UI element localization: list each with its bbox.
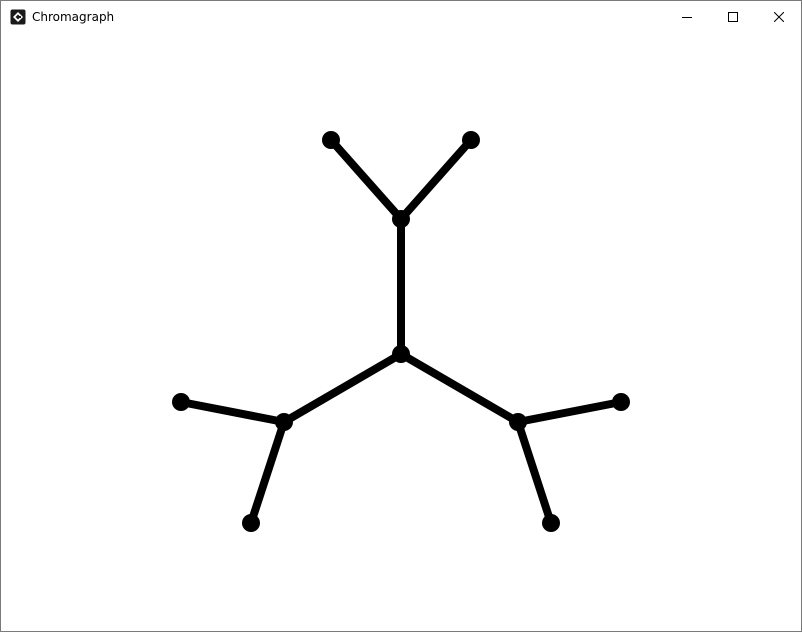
edges-layer [177, 136, 625, 527]
graph-edge-top-hub-top-right [397, 136, 475, 223]
graph-edge-center-right-hub [397, 350, 522, 426]
maximize-button[interactable] [710, 1, 756, 32]
graph-edge-left-hub-left-outer [177, 398, 288, 426]
graph-edge-right-hub-right-outer [514, 398, 625, 426]
close-button[interactable] [756, 1, 802, 32]
graph-edge-right-hub-right-lower [514, 418, 555, 527]
graph-node-left-outer[interactable] [172, 393, 190, 411]
graph-edge-center-left-hub [280, 350, 405, 426]
graph-node-center[interactable] [392, 345, 410, 363]
nodes-layer [172, 131, 630, 532]
graph-node-left-lower[interactable] [242, 514, 260, 532]
graph-node-top-right[interactable] [462, 131, 480, 149]
maximize-icon [728, 11, 738, 22]
graph-node-right-lower[interactable] [542, 514, 560, 532]
graph-node-right-outer[interactable] [612, 393, 630, 411]
title-bar[interactable]: Chromagraph [1, 1, 801, 32]
graph-node-top-hub[interactable] [392, 210, 410, 228]
graph-canvas[interactable] [1, 32, 801, 631]
graph-node-right-hub[interactable] [509, 413, 527, 431]
window-title: Chromagraph [32, 10, 115, 24]
graph-edge-top-hub-top-left [327, 136, 405, 223]
minimize-button[interactable] [664, 1, 710, 32]
graph-node-left-hub[interactable] [275, 413, 293, 431]
close-icon [774, 11, 784, 22]
chromagraph-app-icon [10, 9, 26, 25]
graph-node-top-left[interactable] [322, 131, 340, 149]
minimize-icon [682, 16, 692, 18]
graph-edge-left-hub-left-lower [247, 418, 288, 527]
